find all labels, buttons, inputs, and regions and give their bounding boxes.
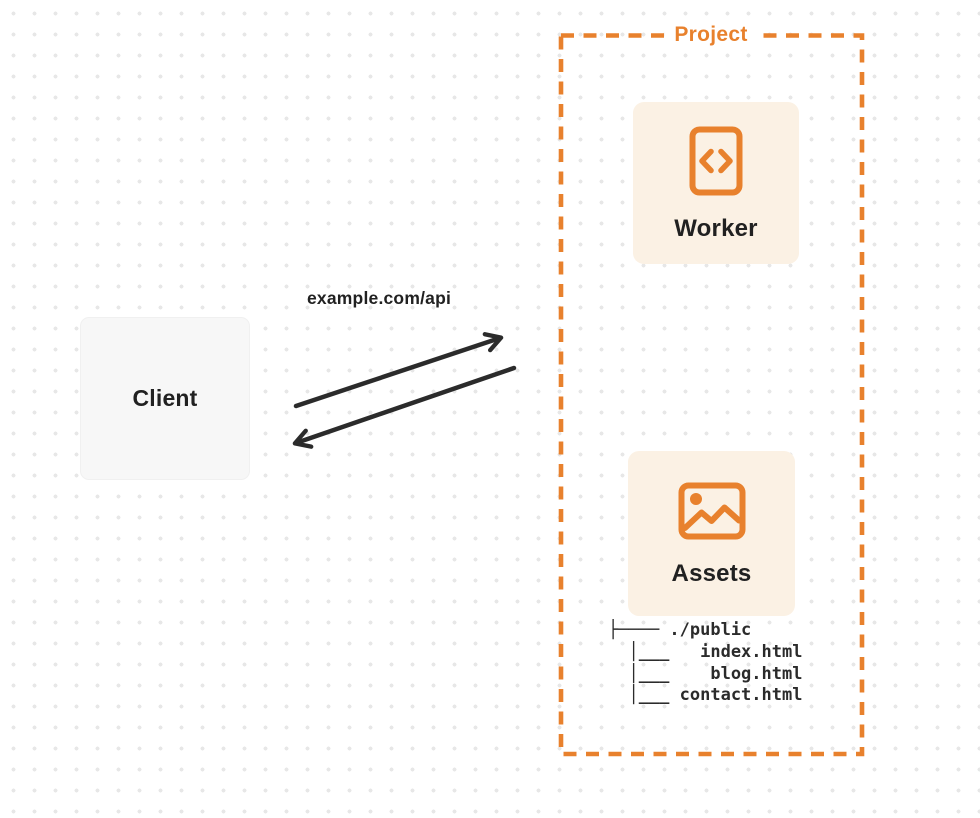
assets-file-tree: ├──── ./public │___ index.html │___ blog… xyxy=(608,620,803,706)
project-title: Project xyxy=(664,21,758,48)
assets-node: Assets xyxy=(628,451,795,616)
request-arrow xyxy=(293,332,504,409)
client-node: Client xyxy=(80,317,250,480)
code-file-icon xyxy=(689,126,743,195)
worker-label: Worker xyxy=(674,214,758,242)
response-arrow xyxy=(292,365,517,449)
request-url-label: example.com/api xyxy=(307,288,452,308)
worker-node: Worker xyxy=(633,102,799,264)
assets-label: Assets xyxy=(671,559,752,587)
image-icon xyxy=(678,482,745,539)
client-label: Client xyxy=(132,385,198,411)
